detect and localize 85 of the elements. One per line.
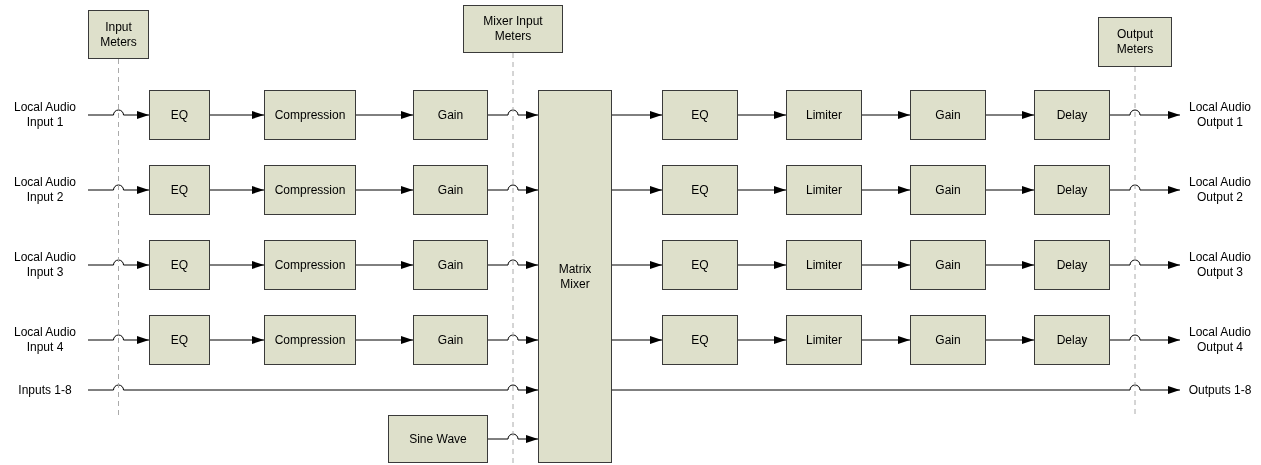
process-box: Limiter: [786, 240, 862, 290]
process-box: Compression: [264, 165, 356, 215]
process-box: Limiter: [786, 165, 862, 215]
io-label: Local Audio Output 2: [1180, 174, 1260, 206]
arrow: [611, 111, 663, 119]
arrow: [737, 336, 787, 344]
arrow: [87, 109, 150, 119]
io-label: Outputs 1-8: [1180, 374, 1260, 406]
arrow: [209, 261, 265, 269]
process-box: EQ: [662, 315, 738, 365]
process-box: Compression: [264, 240, 356, 290]
process-box: Gain: [413, 165, 488, 215]
process-box: Compression: [264, 315, 356, 365]
io-label: Local Audio Output 1: [1180, 99, 1260, 131]
arrow: [737, 186, 787, 194]
process-box: Sine Wave: [388, 415, 488, 463]
arrow: [611, 384, 1181, 394]
io-label: Local Audio Input 1: [2, 99, 88, 131]
arrow: [1109, 184, 1181, 194]
process-box: Gain: [413, 240, 488, 290]
arrow: [355, 186, 414, 194]
arrow: [1109, 334, 1181, 344]
arrow: [209, 336, 265, 344]
arrow: [611, 261, 663, 269]
process-box: Gain: [910, 240, 986, 290]
process-box: EQ: [149, 315, 210, 365]
arrow: [355, 336, 414, 344]
arrow: [861, 186, 911, 194]
meter-tap-line: [118, 58, 119, 416]
process-box: EQ: [662, 240, 738, 290]
process-box: Delay: [1034, 90, 1110, 140]
arrow: [861, 261, 911, 269]
arrow: [985, 261, 1035, 269]
arrow: [355, 261, 414, 269]
io-label: Local Audio Input 3: [2, 249, 88, 281]
process-box: Matrix Mixer: [538, 90, 612, 463]
process-box: Delay: [1034, 315, 1110, 365]
process-box: Compression: [264, 90, 356, 140]
arrow: [355, 111, 414, 119]
arrow: [737, 261, 787, 269]
process-box: Delay: [1034, 165, 1110, 215]
process-box: EQ: [662, 165, 738, 215]
arrow: [487, 334, 539, 344]
process-box: Limiter: [786, 90, 862, 140]
io-label: Local Audio Output 4: [1180, 324, 1260, 356]
meter-tap-line: [1134, 66, 1136, 416]
meter-box: Output Meters: [1098, 17, 1172, 67]
arrow: [87, 384, 539, 394]
process-box: Gain: [910, 315, 986, 365]
arrow: [1109, 259, 1181, 269]
arrow: [861, 336, 911, 344]
process-box: EQ: [149, 165, 210, 215]
arrow: [1109, 109, 1181, 119]
arrow: [737, 111, 787, 119]
arrow: [87, 259, 150, 269]
meter-box: Input Meters: [88, 10, 149, 59]
process-box: Delay: [1034, 240, 1110, 290]
meter-box: Mixer Input Meters: [463, 5, 563, 53]
arrow: [487, 433, 539, 443]
process-box: Gain: [910, 90, 986, 140]
arrow: [985, 336, 1035, 344]
process-box: Gain: [910, 165, 986, 215]
process-box: Gain: [413, 315, 488, 365]
io-label: Local Audio Output 3: [1180, 249, 1260, 281]
arrow: [87, 334, 150, 344]
process-box: Gain: [413, 90, 488, 140]
io-label: Local Audio Input 4: [2, 324, 88, 356]
meter-tap-line: [512, 52, 514, 465]
arrow: [87, 184, 150, 194]
arrow: [487, 259, 539, 269]
arrow: [487, 184, 539, 194]
arrow: [209, 186, 265, 194]
arrow: [611, 336, 663, 344]
process-box: EQ: [149, 240, 210, 290]
arrow: [487, 109, 539, 119]
io-label: Local Audio Input 2: [2, 174, 88, 206]
arrow: [985, 111, 1035, 119]
arrow: [861, 111, 911, 119]
io-label: Inputs 1-8: [2, 374, 88, 406]
process-box: EQ: [662, 90, 738, 140]
arrow: [209, 111, 265, 119]
arrow: [985, 186, 1035, 194]
arrow: [611, 186, 663, 194]
process-box: Limiter: [786, 315, 862, 365]
process-box: EQ: [149, 90, 210, 140]
